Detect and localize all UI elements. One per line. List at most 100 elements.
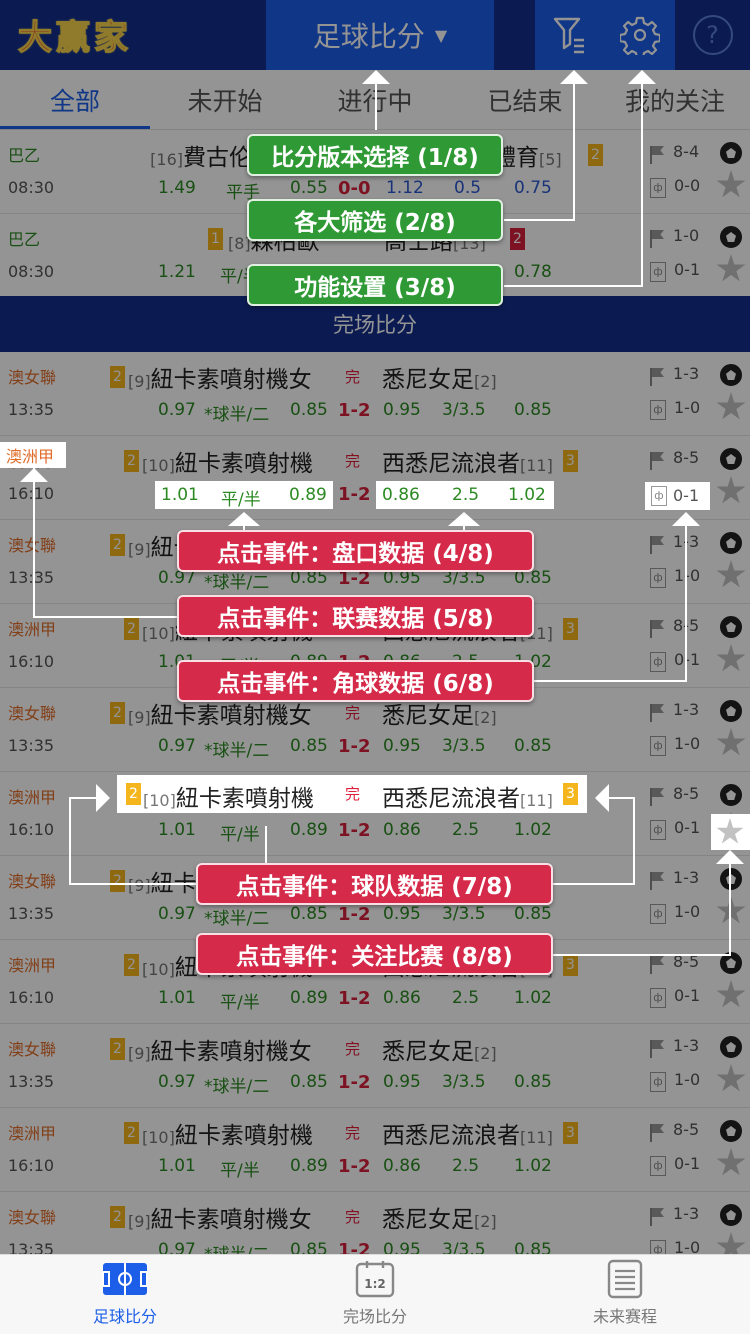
ou-over[interactable]: 0.95 [383,568,421,588]
ou-over[interactable]: 0.86 [383,1156,421,1176]
odds-away[interactable]: 0.89 [290,820,328,840]
odds-away[interactable]: 0.89 [290,1156,328,1176]
odds-handicap[interactable]: *球半/二 [204,1240,269,1254]
odds-away[interactable]: 0.85 [290,568,328,588]
odds-handicap[interactable]: *球半/二 [204,405,270,425]
ou-line[interactable]: 3/3.5 [442,400,486,420]
league-label[interactable]: 巴乙 [8,230,41,249]
ou-under[interactable]: 0.85 [514,1072,552,1092]
away-team[interactable]: 悉尼女足[2] [382,360,497,394]
tab-not-started[interactable]: 未开始 [187,87,263,116]
ou-over[interactable]: 1.12 [386,178,424,198]
odds-home[interactable]: 0.97 [158,400,196,420]
follow-star-icon[interactable] [716,560,746,588]
odds-handicap[interactable]: *球半/二 [204,741,270,761]
league-label[interactable]: 澳洲甲 [8,788,57,807]
ou-over[interactable]: 0.86 [383,988,421,1008]
ou-over[interactable]: 0.95 [383,904,421,924]
odds-away[interactable]: 0.89 [290,988,328,1008]
follow-star-icon[interactable] [716,1064,746,1092]
odds-away[interactable]: 0.85 [290,1240,328,1254]
odds-home[interactable]: 1.01 [158,820,196,840]
tab-my-follows[interactable]: 我的关注 [624,87,725,116]
odds-handicap[interactable]: *球半/二 [204,909,270,929]
away-team[interactable]: 西悉尼流浪者[11] [382,1116,553,1150]
ou-line[interactable]: 3/3.5 [442,1240,486,1254]
odds-away[interactable]: 0.85 [290,1072,328,1092]
settings-button[interactable] [605,0,675,70]
home-team[interactable]: [9]紐卡素噴射機女 [128,1032,312,1066]
league-label[interactable]: 澳洲甲 [8,1124,57,1143]
ou-line[interactable]: 3/3.5 [442,904,486,924]
league-label[interactable]: 澳女聯 [8,1208,57,1227]
follow-star-icon[interactable] [716,170,746,198]
tab-in-progress[interactable]: 进行中 [337,87,413,116]
follow-star-icon[interactable] [716,980,746,1008]
odds-home[interactable]: 0.97 [158,904,196,924]
ou-line[interactable]: 2.5 [452,988,480,1008]
odds-away[interactable]: 0.55 [290,178,328,198]
ou-under[interactable]: 0.78 [514,262,552,282]
odds-home[interactable]: 1.01 [158,988,196,1008]
ou-line[interactable]: 3/3.5 [442,568,486,588]
league-label[interactable]: 澳女聯 [8,1040,57,1059]
league-label[interactable]: 澳洲甲 [8,620,57,639]
match-row[interactable]: 澳洲甲16:102[10]紐卡素噴射機完西悉尼流浪者[11]38-51.01平/… [0,436,750,520]
odds-home[interactable]: 1.21 [158,262,196,282]
league-label[interactable]: 澳女聯 [8,368,57,387]
ou-line[interactable]: 2.5 [452,1156,480,1176]
follow-star-icon[interactable] [716,1148,746,1176]
ou-over[interactable]: 0.95 [383,1240,421,1254]
follow-star-icon[interactable] [716,392,746,420]
odds-home[interactable]: 1.01 [158,1156,196,1176]
ou-under[interactable]: 0.85 [514,400,552,420]
odds-handicap[interactable]: *球半/二 [204,1077,270,1097]
match-row[interactable]: 澳女聯13:352[9]紐卡素噴射機女完悉尼女足[2]1-30.97*球半/二0… [0,1192,750,1254]
odds-handicap[interactable]: 平手 [226,183,260,203]
odds-home[interactable]: 1.49 [158,178,196,198]
follow-star-icon[interactable] [716,896,746,924]
home-team[interactable]: [9]紐卡素噴射機女 [128,360,312,394]
ou-line[interactable]: 2.5 [452,820,480,840]
away-team[interactable]: 西悉尼流浪者[11] [382,444,553,478]
ou-over[interactable]: 0.95 [383,736,421,756]
ou-over[interactable]: 0.95 [383,400,421,420]
home-team[interactable]: [10]紐卡素噴射機 [142,444,313,478]
tab-all[interactable]: 全部 [49,87,100,116]
follow-star-icon[interactable] [716,644,746,672]
ou-over[interactable]: 0.86 [383,820,421,840]
ou-line[interactable]: 3/3.5 [442,1072,486,1092]
follow-star-icon[interactable] [716,476,746,504]
odds-home[interactable]: 0.97 [158,1072,196,1092]
league-label[interactable]: 澳女聯 [8,872,57,891]
ou-over[interactable]: 0.95 [383,1072,421,1092]
score-version-selector[interactable]: 足球比分 ▼ [266,0,494,70]
bottom-tab-upcoming[interactable]: 未来赛程 [500,1255,750,1334]
ou-under[interactable]: 1.02 [514,820,552,840]
bottom-tab-football-scores[interactable]: 足球比分 [0,1255,250,1334]
odds-handicap[interactable]: 平/半 [220,825,260,845]
away-team[interactable]: 悉尼女足[2] [382,696,497,730]
odds-away[interactable]: 0.85 [290,904,328,924]
ou-under[interactable]: 1.02 [514,1156,552,1176]
odds-away[interactable]: 0.85 [290,400,328,420]
league-label[interactable]: 澳女聯 [8,536,57,555]
ou-under[interactable]: 0.75 [514,178,552,198]
help-button[interactable]: ? [675,0,750,70]
odds-handicap[interactable]: *球半/二 [204,573,270,593]
odds-home[interactable]: 0.97 [158,736,196,756]
odds-home[interactable]: 0.97 [158,1240,196,1254]
follow-star-icon[interactable] [716,1232,746,1254]
home-team[interactable]: [10]紐卡素噴射機 [142,1116,313,1150]
ou-line[interactable]: 3/3.5 [442,736,486,756]
away-team[interactable]: 悉尼女足[2] [382,1200,497,1234]
follow-star-icon[interactable] [716,728,746,756]
league-label[interactable]: 澳洲甲 [8,956,57,975]
tab-finished[interactable]: 已结束 [487,87,563,116]
ou-under[interactable]: 0.85 [514,904,552,924]
ou-under[interactable]: 1.02 [514,988,552,1008]
odds-handicap[interactable]: 平/半 [220,1161,260,1181]
